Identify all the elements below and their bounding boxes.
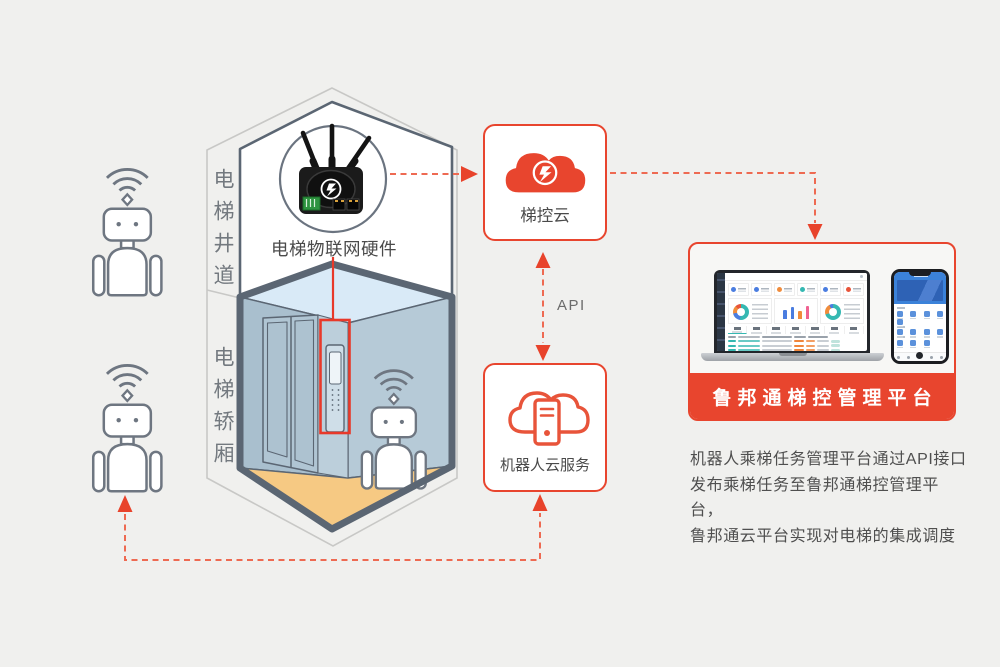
platform-label: 鲁邦通梯控管理平台 — [712, 387, 938, 409]
connection-arrows — [124, 172, 816, 561]
robot-cloud-card: 机器人云服务 — [483, 363, 607, 492]
shaft-label: 电梯井道 — [211, 168, 234, 296]
car-control-panel — [325, 344, 345, 433]
robot-outside-car — [91, 364, 163, 493]
platform-card: 鲁邦通梯控管理平台 — [688, 242, 956, 421]
cloud-server-icon — [508, 391, 590, 446]
dashboard-topbar — [725, 273, 867, 281]
cloud-logo-icon — [532, 159, 558, 185]
dashboard-charts — [728, 298, 864, 324]
panel-highlight-box — [319, 318, 351, 435]
dashboard-sidebar — [717, 273, 725, 351]
arrow-heads — [117, 166, 823, 512]
car-label: 电梯轿厢 — [211, 346, 234, 474]
tikong-cloud-label: 梯控云 — [520, 206, 570, 225]
router-logo — [320, 178, 342, 200]
laptop-mockup — [714, 270, 870, 354]
description-line: 机器人乘梯任务管理平台通过API接口 — [690, 451, 967, 468]
dashboard-kpi-row — [728, 326, 864, 334]
router-terminal-block — [302, 196, 321, 211]
robot-outside-shaft — [91, 168, 163, 297]
phone-app-grid — [894, 304, 946, 353]
description-line: 鲁邦通云平台实现对电梯的集成调度 — [690, 527, 956, 545]
router-ethernet-ports — [332, 198, 360, 211]
hardware-label: 电梯物联网硬件 — [271, 239, 397, 259]
dashboard-stat-cards — [728, 283, 864, 296]
api-label: API — [557, 297, 586, 314]
arrow-cloud-to-platform — [610, 172, 816, 223]
description-line: 发布乘梯任务至鲁邦通梯控管理平台， — [690, 476, 940, 520]
phone-notch — [909, 272, 931, 276]
tikong-cloud-card: 梯控云 — [483, 124, 607, 241]
elevator-car — [239, 263, 453, 530]
phone-mockup — [891, 269, 949, 364]
cloud-icon — [505, 152, 586, 192]
iot-router — [278, 123, 388, 234]
car-doors — [262, 314, 319, 474]
arrow-robot-to-robotcloud — [124, 513, 541, 561]
phone-tabbar — [894, 352, 946, 361]
description-text: 机器人乘梯任务管理平台通过API接口 发布乘梯任务至鲁邦通梯控管理平台， 鲁邦通… — [690, 447, 970, 549]
laptop-base — [701, 353, 884, 361]
phone-app-banner — [894, 272, 946, 304]
robot-cloud-label: 机器人云服务 — [499, 457, 590, 474]
platform-banner: 鲁邦通梯控管理平台 — [690, 373, 954, 419]
car-frame — [236, 260, 456, 533]
dashboard-table — [728, 336, 864, 351]
dashboard-preview — [717, 273, 867, 351]
phone-screen — [894, 272, 946, 361]
